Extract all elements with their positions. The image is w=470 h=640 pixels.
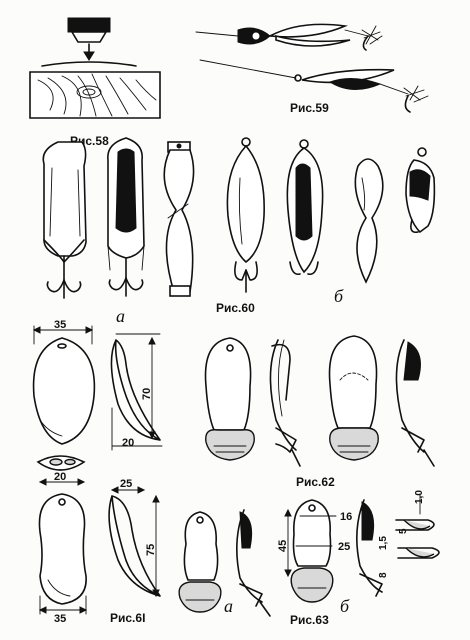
fig61-top-drawing: 35 70 20 20 xyxy=(32,319,163,486)
lure5-dark-insert xyxy=(295,163,313,241)
sublabel-60-b: б xyxy=(334,286,344,306)
dim-8: 8 xyxy=(378,572,389,578)
dim-75: 75 xyxy=(145,544,157,556)
spinner-body-bottom xyxy=(328,78,382,90)
dim-35-bottom: 35 xyxy=(54,613,66,625)
sublabel-60-a: а xyxy=(116,306,125,326)
spoon-a-lip xyxy=(178,581,222,613)
fig60-drawing xyxy=(42,137,436,299)
dim-20-side: 20 xyxy=(122,437,134,449)
caption-fig60: Рис.60 xyxy=(216,301,255,315)
lure2-dark-insert xyxy=(115,148,137,233)
fig59-drawing xyxy=(195,23,429,113)
spoon-b-lip xyxy=(290,567,334,603)
dim-1-5: 1,5 xyxy=(378,536,389,550)
sublabel-63-a: а xyxy=(224,596,233,616)
fig58-drawing xyxy=(29,17,161,119)
spoon-b-side-dark xyxy=(361,501,375,541)
caption-fig59: Рис.59 xyxy=(290,101,329,115)
caption-fig62: Рис.62 xyxy=(296,475,335,489)
spoon2-side-dark xyxy=(403,341,421,381)
spoon2-lip xyxy=(329,427,379,461)
fig62-drawing xyxy=(204,335,435,467)
sublabel-63-b: б xyxy=(340,596,350,616)
dim-25-right: 25 xyxy=(338,541,350,553)
spoon-a-side-dark xyxy=(239,511,253,549)
dim-35-top: 35 xyxy=(54,319,66,331)
lure7-dark-insert xyxy=(409,169,431,201)
dim-25: 25 xyxy=(120,478,132,490)
dim-1-0: 1,0 xyxy=(414,490,425,504)
wooden-block xyxy=(29,71,161,119)
dim-16: 16 xyxy=(340,511,352,523)
caption-fig61: Рис.6I xyxy=(110,611,145,625)
fig61-bottom-drawing: 35 25 75 xyxy=(38,478,161,625)
press-tool xyxy=(67,17,111,33)
fig63-drawing: 45 16 25 1,0 5 1,5 8 xyxy=(178,490,440,617)
caption-fig63: Рис.63 xyxy=(290,613,329,627)
spoon1-lip xyxy=(205,429,255,461)
dim-45: 45 xyxy=(277,540,289,552)
dim-70: 70 xyxy=(141,388,153,400)
dim-20-front: 20 xyxy=(54,471,66,483)
dim-5: 5 xyxy=(398,528,409,534)
